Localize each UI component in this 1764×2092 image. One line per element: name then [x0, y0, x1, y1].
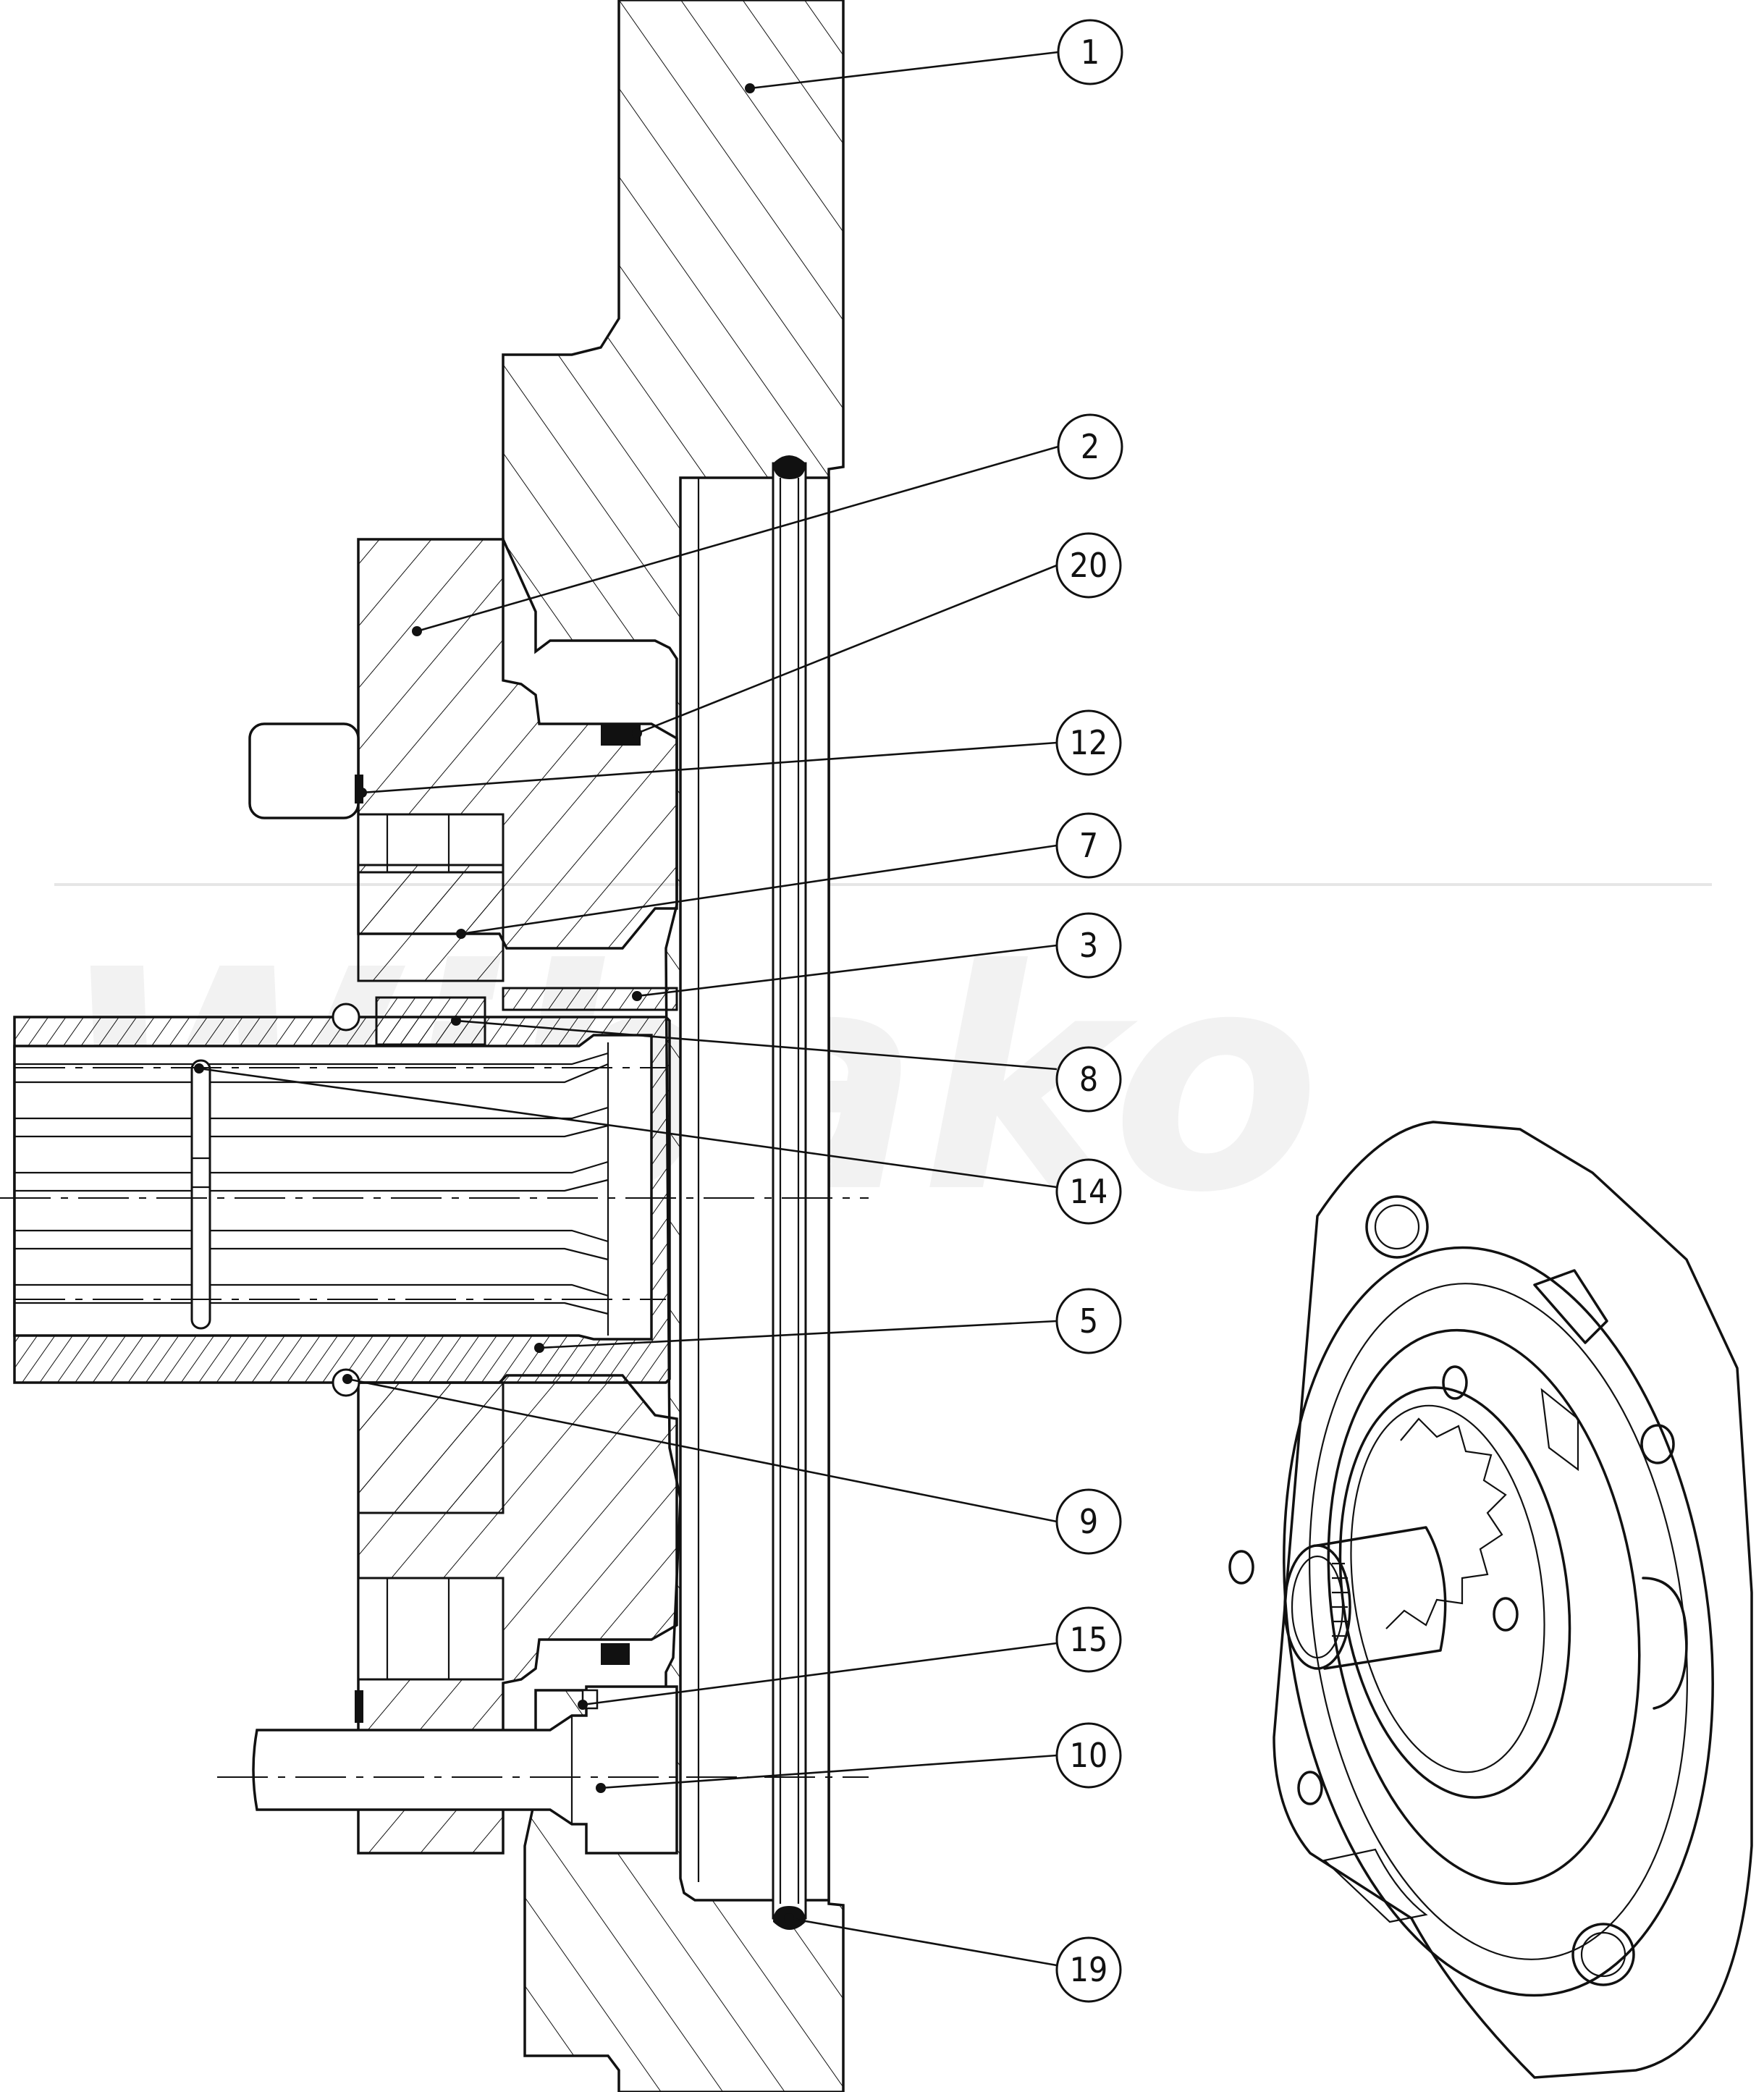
callouts: 1 2 20 12 7 3 8 14 5 9 15 10 19 [1055, 19, 1123, 2003]
isometric-view [1228, 1121, 1753, 2079]
svg-text:5: 5 [1079, 1302, 1098, 1341]
svg-text:3: 3 [1079, 926, 1098, 965]
bolt-10 [252, 1685, 678, 1855]
leaders [194, 51, 1059, 1967]
iso-flange-plate [1273, 1121, 1753, 2079]
svg-text:9: 9 [1079, 1502, 1098, 1541]
callout-9: 9 [1055, 1488, 1122, 1555]
callout-2: 2 [1057, 413, 1123, 480]
svg-text:8: 8 [1079, 1060, 1098, 1099]
section-view [0, 0, 869, 2092]
callout-3: 3 [1055, 912, 1122, 979]
svg-text:2: 2 [1081, 427, 1100, 466]
callout-15: 15 [1055, 1606, 1122, 1673]
callout-1: 1 [1057, 19, 1123, 85]
callout-12: 12 [1055, 709, 1122, 776]
svg-text:10: 10 [1070, 1736, 1108, 1775]
callout-19: 19 [1055, 1936, 1122, 2003]
svg-text:19: 19 [1070, 1950, 1108, 1989]
callout-10: 10 [1055, 1722, 1122, 1789]
svg-text:12: 12 [1070, 723, 1108, 762]
callout-20: 20 [1055, 532, 1122, 599]
svg-text:20: 20 [1070, 546, 1108, 585]
svg-text:14: 14 [1070, 1172, 1108, 1211]
callout-7: 7 [1055, 812, 1122, 879]
callout-8: 8 [1055, 1046, 1122, 1113]
svg-text:7: 7 [1079, 826, 1098, 865]
callout-5: 5 [1055, 1288, 1122, 1354]
callout-14: 14 [1055, 1158, 1122, 1225]
iso-gear-teeth [1385, 1417, 1507, 1629]
svg-text:15: 15 [1070, 1620, 1108, 1659]
svg-text:1: 1 [1081, 33, 1100, 72]
